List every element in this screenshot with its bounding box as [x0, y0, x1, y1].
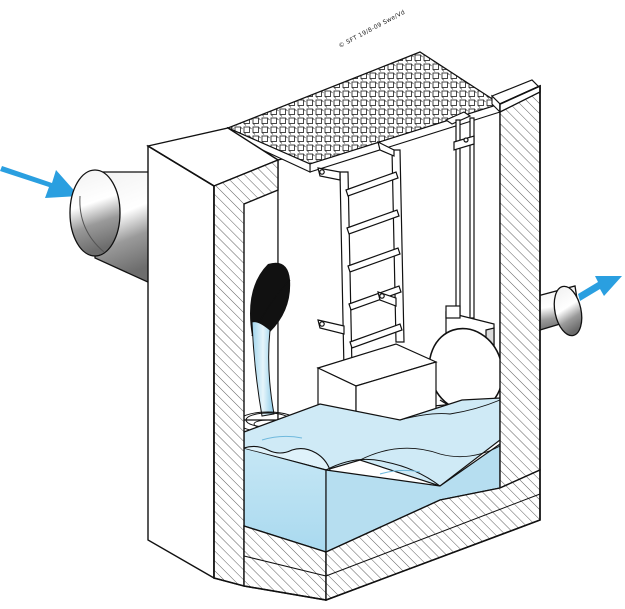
water-body — [243, 397, 501, 553]
inlet-arrow — [0, 166, 79, 198]
inlet-pipe — [69, 169, 151, 285]
copyright-credit: © SFT 19/8-09 Swe/Vd — [338, 9, 407, 50]
outlet-arrow — [578, 276, 622, 301]
ladder — [317, 140, 405, 371]
right-wall — [499, 84, 541, 490]
cutaway-outline — [147, 84, 541, 601]
